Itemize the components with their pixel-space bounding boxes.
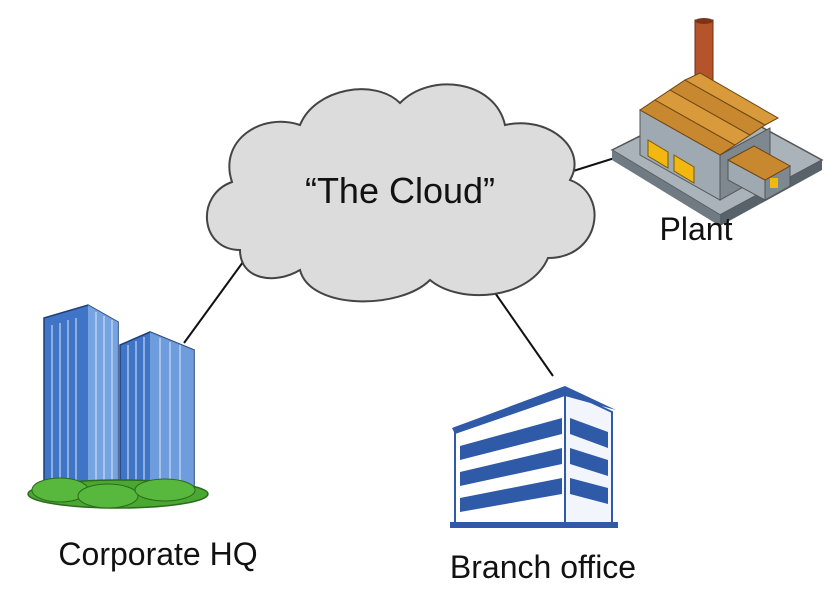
plant-label: Plant — [660, 211, 733, 247]
branch-office-node: Branch office — [450, 386, 636, 585]
cloud-shape — [206, 83, 596, 303]
cloud-label: “The Cloud” — [305, 170, 495, 211]
link-cloud-branch — [492, 289, 554, 377]
office-building-icon — [450, 386, 618, 528]
cloud-node: “The Cloud” — [206, 83, 596, 303]
office-towers-icon — [27, 304, 209, 509]
plant-node: Plant — [610, 18, 824, 247]
corporate-hq-node: Corporate HQ — [27, 304, 258, 572]
branch-office-label: Branch office — [450, 549, 636, 585]
factory-icon — [610, 18, 824, 226]
link-cloud-hq — [183, 261, 244, 344]
corporate-hq-label: Corporate HQ — [58, 536, 257, 572]
